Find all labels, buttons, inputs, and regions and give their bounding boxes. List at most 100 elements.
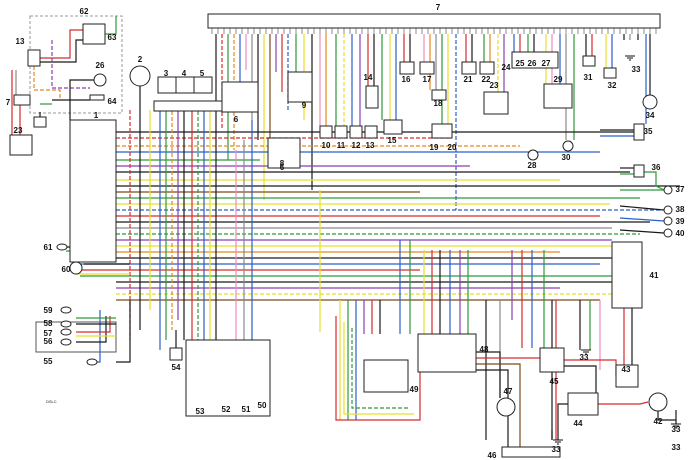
wire: [343, 322, 414, 415]
component-21-body: [461, 61, 477, 75]
component-label-c16: 16: [402, 75, 411, 84]
component-label-c5: 5: [200, 69, 205, 78]
wire: [644, 171, 665, 191]
wire: [476, 351, 501, 398]
component-label-c6a: 6: [234, 115, 239, 124]
component-label-c54: 54: [172, 363, 181, 372]
main-connector-pins: [211, 28, 657, 34]
component-label-c8: 8: [280, 159, 285, 168]
component-23a-body: [9, 134, 33, 156]
component-4b-body: [33, 116, 47, 128]
component-12-body: [349, 125, 363, 139]
component-45-body: [539, 347, 565, 373]
component-label-c19: 19: [430, 143, 439, 152]
component-50-53-box: [185, 339, 271, 417]
component-44-body: [567, 392, 599, 416]
component-22-body: [479, 61, 495, 75]
component-label-c53: 53: [196, 407, 205, 416]
component-label-c33e: 33: [672, 443, 681, 452]
footnote: DSLC: [46, 399, 57, 404]
component-23b-body: [483, 91, 509, 115]
component-2-body: [129, 65, 151, 87]
component-label-c11: 11: [337, 141, 346, 150]
component-48-body: [417, 333, 477, 373]
wire: [564, 365, 597, 393]
component-label-c33a: 33: [632, 65, 641, 74]
component-label-c36: 36: [652, 163, 661, 172]
enclosure-55-59: [35, 321, 117, 353]
component-60-body: [69, 261, 83, 275]
component-15-body: [383, 119, 403, 135]
component-label-c12: 12: [352, 141, 361, 150]
component-label-c18: 18: [434, 99, 443, 108]
component-6a-body: [221, 81, 259, 113]
component-19-20-body: [431, 123, 453, 139]
wire: [33, 66, 61, 98]
component-34-body: [642, 94, 658, 110]
component-label-c44: 44: [574, 419, 583, 428]
component-32-body: [603, 67, 617, 79]
wire: [476, 363, 521, 447]
component-26a-body: [93, 73, 107, 87]
component-label-c20: 20: [448, 143, 457, 152]
component-label-c30: 30: [562, 153, 571, 162]
component-label-c57: 57: [44, 329, 53, 338]
wire: [116, 300, 131, 363]
lamp-body: [60, 306, 72, 314]
component-label-c17: 17: [423, 75, 432, 84]
left-lamps: [60, 306, 98, 366]
wire: [598, 401, 649, 405]
component-label-c4a: 4: [182, 69, 187, 78]
component-label-c15: 15: [388, 136, 397, 145]
component-label-c61: 61: [44, 243, 53, 252]
component-label-c37: 37: [676, 185, 685, 194]
component-label-c45: 45: [550, 377, 559, 386]
component-label-c24: 24: [502, 63, 511, 72]
component-40-body: [663, 228, 673, 238]
lamp-body: [60, 320, 72, 328]
component-label-c33b: 33: [580, 353, 589, 362]
lamp-body: [86, 358, 98, 366]
component-label-c64: 64: [108, 97, 117, 106]
component-13a-body: [27, 49, 41, 67]
component-35-body: [633, 123, 645, 141]
component-label-c34: 34: [646, 111, 655, 120]
component-label-c59: 59: [44, 306, 53, 315]
component-42-body: [648, 392, 668, 412]
component-label-c51: 51: [242, 405, 251, 414]
component-label-c2: 2: [138, 55, 143, 64]
component-label-c52: 52: [222, 405, 231, 414]
component-61-body: [56, 243, 68, 251]
component-label-c58: 58: [44, 319, 53, 328]
component-11-body: [334, 125, 348, 139]
component-label-c13b: 13: [366, 141, 375, 150]
component-36-body: [633, 164, 645, 178]
component-label-c33d: 33: [672, 425, 681, 434]
component-label-c23a: 23: [14, 126, 23, 135]
lamp-body: [60, 338, 72, 346]
wire: [335, 316, 421, 421]
wire: [619, 205, 665, 211]
component-1-body: [69, 119, 117, 263]
component-30-body: [562, 140, 574, 152]
component-label-c31: 31: [584, 73, 593, 82]
component-28-body: [527, 149, 539, 161]
component-label-c40: 40: [676, 229, 685, 238]
component-label-c6b: 6: [280, 163, 285, 172]
component-label-c46: 46: [488, 451, 497, 460]
component-label-c25: 25: [516, 59, 525, 68]
wire: [619, 229, 665, 234]
component-46-body: [501, 446, 561, 458]
main-connector-7: [207, 13, 661, 29]
wire: [51, 40, 90, 89]
component-39-body: [663, 216, 673, 226]
component-24-27-body: [511, 51, 559, 69]
component-label-c62: 62: [80, 7, 89, 16]
component-17-body: [419, 61, 435, 75]
component-label-c33c: 33: [552, 445, 561, 454]
component-63-body: [82, 23, 106, 45]
component-label-c14: 14: [364, 73, 373, 82]
